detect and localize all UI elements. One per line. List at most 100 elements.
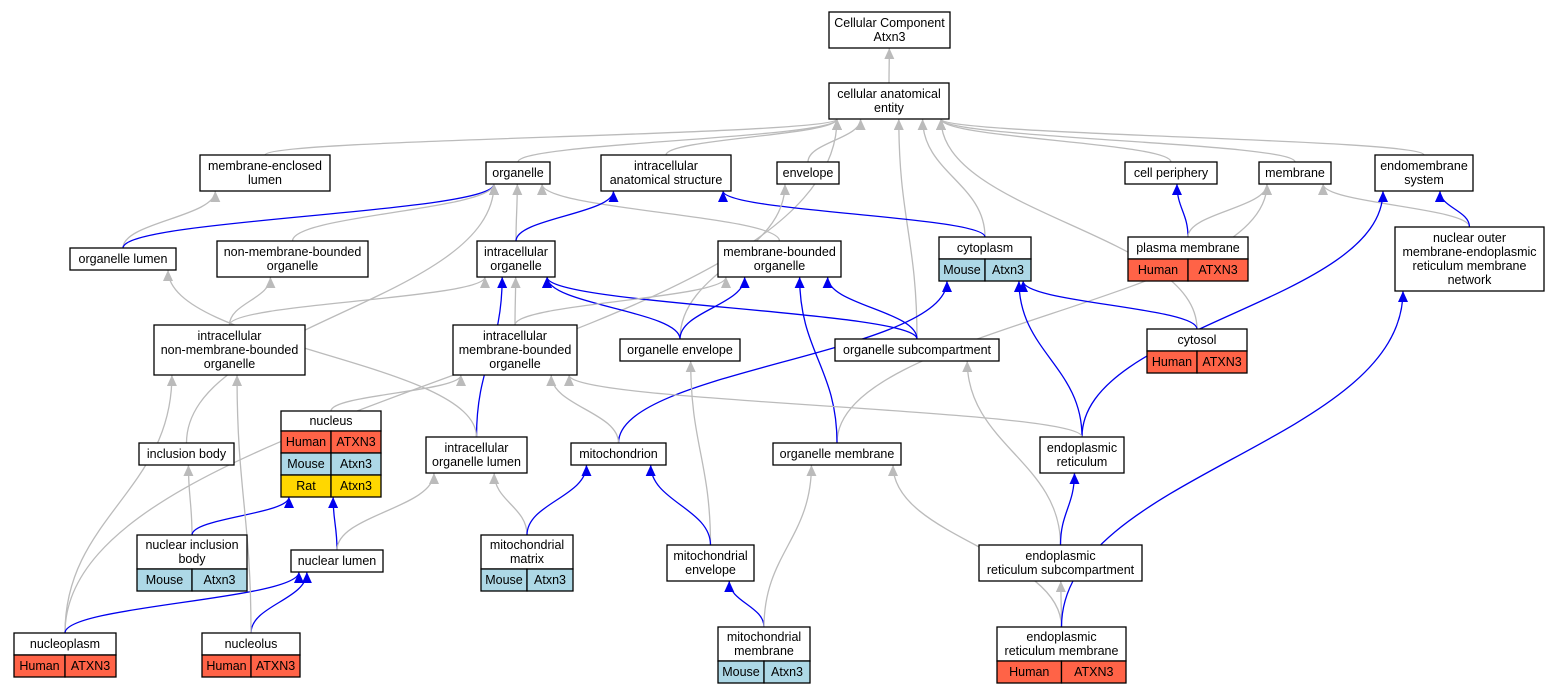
species-label: Mouse	[146, 573, 184, 587]
term-label: system	[1404, 173, 1444, 187]
term-label: organelle envelope	[627, 343, 733, 357]
gene-label: Atxn3	[340, 457, 372, 471]
term-label: organelle subcompartment	[843, 343, 992, 357]
gene-cell	[191, 568, 248, 592]
term-label: organelle	[492, 166, 543, 180]
term-node-cell-periphery[interactable]: cell periphery	[1124, 161, 1218, 185]
term-label: cellular anatomical	[837, 87, 941, 101]
term-node-envelope[interactable]: envelope	[776, 161, 840, 185]
term-box	[216, 240, 369, 278]
term-box	[619, 338, 741, 362]
term-node-nuclear-outer-membrane-endoplasmic-reticulum-membrane-network[interactable]: nuclear outermembrane-endoplasmicreticul…	[1394, 226, 1545, 292]
term-box	[69, 247, 177, 271]
term-box	[153, 324, 306, 376]
edge-part-of-pm-to-periphery	[1171, 183, 1189, 238]
term-label: nucleus	[309, 414, 352, 428]
edge-is-a-nucleolus-to-inmbo	[232, 374, 252, 634]
edge-part-of-cytosol-to-cytoplasm	[1018, 280, 1198, 330]
gene-cell	[763, 660, 811, 684]
edge-is-a-inmbo-to-intraorg	[228, 276, 490, 326]
term-box	[717, 626, 811, 662]
term-node-organelle-envelope[interactable]: organelle envelope	[619, 338, 741, 362]
edge-part-of-mmatrix-to-mito	[526, 464, 592, 536]
term-node-nuclear-lumen[interactable]: nuclear lumen	[290, 549, 384, 573]
edge-is-a-nlumen-to-iol	[336, 472, 439, 551]
term-label: cell periphery	[1134, 166, 1209, 180]
gene-cell	[984, 258, 1032, 282]
edge-part-of-orgenv-to-intraorg	[542, 276, 681, 340]
edge-is-a-orgsub-to-cae	[893, 118, 918, 340]
term-label: mitochondrion	[579, 447, 658, 461]
term-box	[776, 161, 840, 185]
term-node-inclusion-body[interactable]: inclusion body	[138, 442, 235, 466]
term-node-organelle[interactable]: organelle	[485, 161, 551, 185]
edge-part-of-mmem-to-menv	[724, 580, 765, 628]
term-node-organelle-lumen[interactable]: organelle lumen	[69, 247, 177, 271]
term-label: intracellular	[634, 159, 698, 173]
gene-label: ATXN3	[256, 659, 295, 673]
term-label: inclusion body	[147, 447, 227, 461]
species-label: Mouse	[722, 665, 760, 679]
edge-part-of-mito-to-cytoplasm	[617, 280, 952, 444]
term-label: membrane-enclosed	[208, 159, 322, 173]
term-label: mitochondrial	[727, 630, 801, 644]
term-label: entity	[874, 101, 905, 115]
term-node-organelle-membrane[interactable]: organelle membrane	[772, 442, 902, 466]
term-box	[199, 154, 331, 192]
term-box	[1039, 436, 1125, 474]
term-node-intracellular-non-membrane-bounded-organelle[interactable]: intracellularnon-membrane-boundedorganel…	[153, 324, 306, 376]
edge-is-a-imbo-to-mbo	[514, 276, 731, 326]
term-label: endoplasmic	[1026, 630, 1096, 644]
gene-label: ATXN3	[1198, 263, 1237, 277]
term-label: endoplasmic	[1047, 441, 1117, 455]
edge-is-a-endosys-to-cae	[936, 118, 1425, 156]
term-label: mitochondrial	[673, 549, 747, 563]
term-node-membrane[interactable]: membrane	[1258, 161, 1332, 185]
term-node-mitochondrion[interactable]: mitochondrion	[570, 442, 667, 466]
term-label: endomembrane	[1380, 159, 1468, 173]
edge-is-a-cytosol-to-cae	[936, 118, 1198, 330]
gene-label: Atxn3	[992, 263, 1024, 277]
term-label: nuclear lumen	[298, 554, 377, 568]
term-box	[138, 442, 235, 466]
term-box	[834, 338, 1000, 362]
term-label: plasma membrane	[1136, 241, 1240, 255]
edge-part-of-nlumen-to-nucleus	[328, 496, 339, 551]
term-label: endoplasmic	[1025, 549, 1095, 563]
term-box	[717, 240, 842, 278]
term-label: non-membrane-bounded	[224, 245, 362, 259]
term-box	[1394, 226, 1545, 292]
term-label: membrane-bounded	[459, 343, 572, 357]
term-node-organelle-subcompartment[interactable]: organelle subcompartment	[834, 338, 1000, 362]
